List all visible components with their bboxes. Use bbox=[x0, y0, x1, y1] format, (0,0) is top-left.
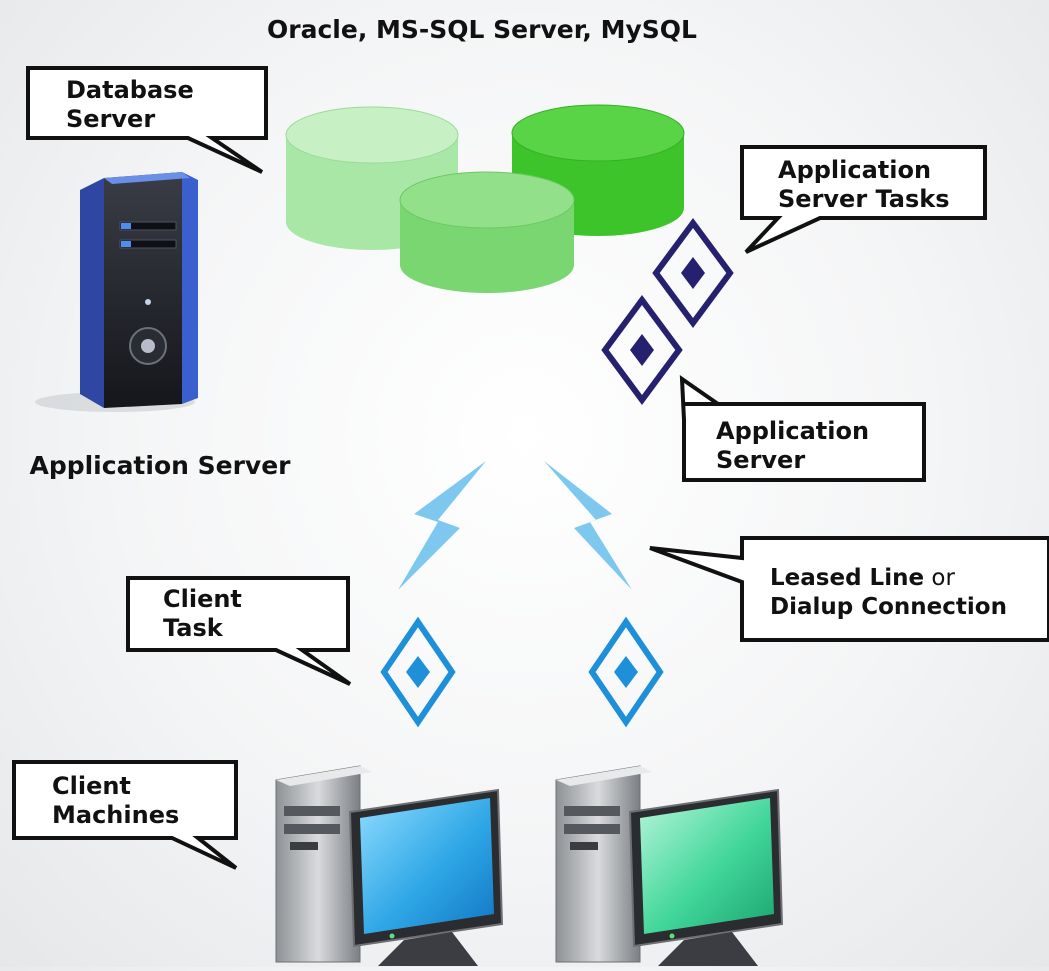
desktop-computer-icon bbox=[275, 765, 504, 966]
lightning-icon bbox=[398, 461, 486, 590]
lightning-icon bbox=[544, 461, 632, 590]
callout-application-server-line2: Server bbox=[716, 446, 805, 474]
callout-client-task: Client Task bbox=[126, 576, 352, 686]
task-diamond-icon bbox=[380, 616, 456, 728]
database-types-title: Oracle, MS-SQL Server, MySQL bbox=[267, 15, 697, 44]
task-diamond-icon bbox=[588, 616, 664, 728]
callout-client-task-line1: Client bbox=[163, 585, 242, 613]
callout-client-machines: Client Machines bbox=[12, 760, 238, 870]
application-server-label: Application Server bbox=[29, 451, 291, 480]
desktop-computer-icon bbox=[555, 765, 784, 966]
callout-application-server: Application Server bbox=[679, 375, 926, 482]
task-diamond-icon bbox=[601, 294, 683, 406]
callout-connection-line2: Dialup Connection bbox=[770, 594, 1007, 620]
server-tower-icon bbox=[35, 172, 198, 412]
callout-app-server-tasks: Application Server Tasks bbox=[740, 145, 987, 254]
callout-connection-line1: Leased Line or bbox=[770, 565, 955, 591]
callout-app-server-tasks-line2: Server Tasks bbox=[778, 185, 950, 213]
database-icon bbox=[399, 171, 575, 293]
callout-database-server-line2: Server bbox=[66, 105, 155, 133]
callout-connection-or: or bbox=[924, 565, 955, 591]
callout-client-machines-line2: Machines bbox=[52, 801, 179, 829]
callout-client-machines-line1: Client bbox=[52, 772, 131, 800]
callout-client-task-line2: Task bbox=[163, 614, 224, 642]
callout-database-server-line1: Database bbox=[66, 76, 194, 104]
callout-database-server: Database Server bbox=[26, 66, 268, 174]
callout-connection-leased-line: Leased Line bbox=[770, 565, 924, 591]
task-diamond-icon bbox=[652, 217, 734, 329]
callout-app-server-tasks-line1: Application bbox=[778, 156, 931, 184]
callout-application-server-line1: Application bbox=[716, 417, 869, 445]
callout-connection: Leased Line or Dialup Connection bbox=[649, 536, 1049, 642]
